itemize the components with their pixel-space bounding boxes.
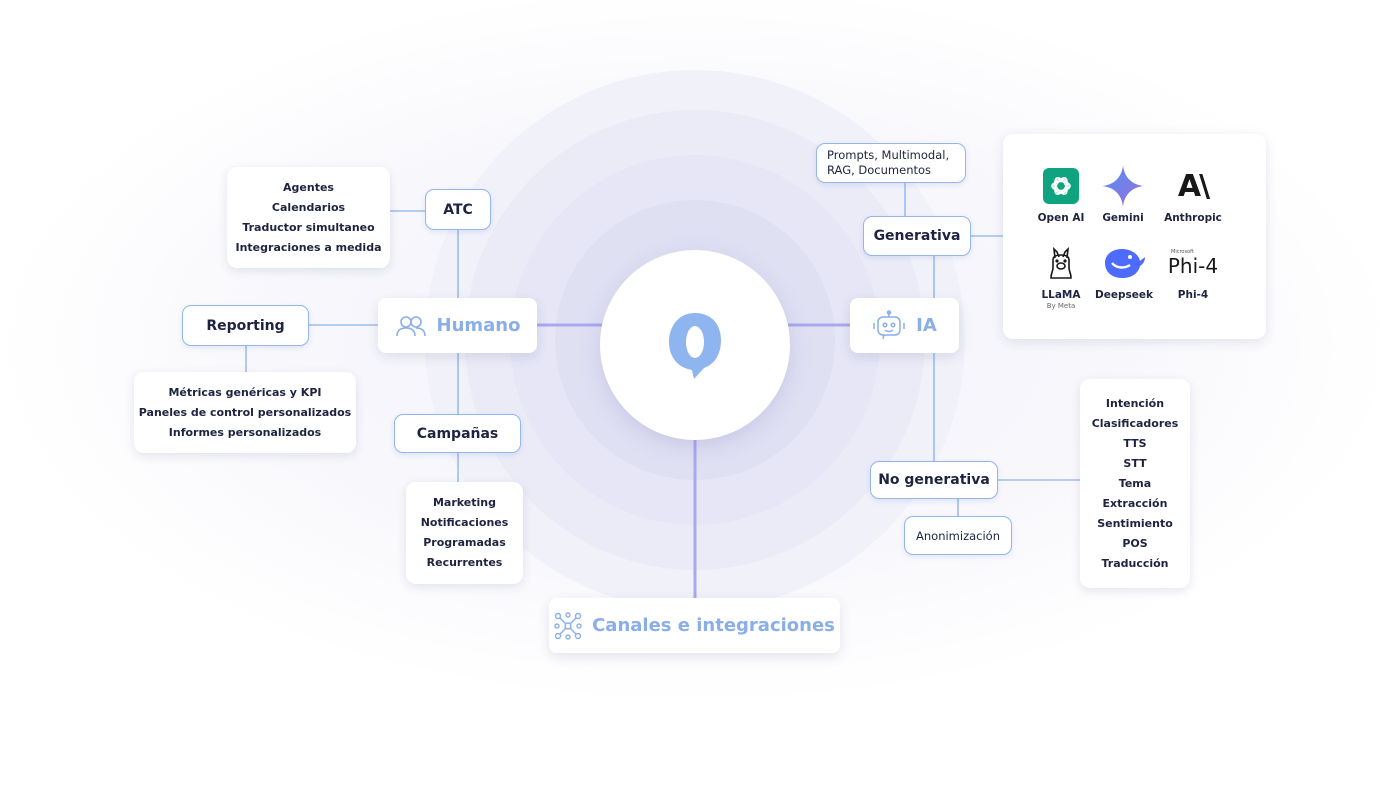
list-item: Programadas (423, 536, 506, 549)
canales-node[interactable]: Canales e integraciones (549, 598, 840, 653)
model-phi4[interactable]: Microsoft Phi-4 Phi-4 (1153, 243, 1233, 301)
list-item: POS (1122, 536, 1148, 550)
list-item: Recurrentes (426, 556, 503, 569)
llama-logo-icon (1050, 246, 1072, 279)
model-name: Phi-4 (1177, 289, 1209, 301)
list-item: Traducción (1101, 556, 1169, 570)
phi4-logo-icon: Phi-4 (1167, 254, 1219, 278)
openai-logo-icon (1043, 168, 1079, 204)
list-item: Marketing (432, 496, 496, 509)
generativa-feature: Prompts, Multimodal, (827, 148, 950, 162)
model-name: Anthropic (1164, 212, 1222, 224)
ia-label: IA (916, 315, 937, 336)
model-name: Open AI (1037, 212, 1085, 224)
anthropic-logo-icon: A\ (1177, 168, 1210, 204)
atc-label: ATC (443, 201, 473, 218)
list-item: Calendarios (271, 200, 346, 214)
no-generativa-label: No generativa (878, 472, 990, 488)
chat-bubble-logo-icon (669, 313, 721, 379)
generativa-features-box: Prompts, Multimodal, RAG, Documentos (816, 143, 966, 183)
atc-node[interactable]: ATC (425, 189, 491, 230)
campanas-label: Campañas (416, 425, 499, 442)
list-item: Clasificadores (1091, 416, 1179, 430)
generativa-node[interactable]: Generativa (863, 216, 971, 256)
generativa-label: Generativa (873, 228, 961, 244)
list-item: Agentes (283, 180, 334, 194)
humano-node[interactable]: Humano (378, 298, 537, 353)
list-item: TTS (1123, 436, 1147, 450)
reporting-list: Métricas genéricas y KPI Paneles de cont… (134, 372, 356, 453)
ia-node[interactable]: IA (850, 298, 959, 353)
canales-label: Canales e integraciones (592, 615, 835, 636)
model-anthropic[interactable]: A\ Anthropic (1153, 166, 1233, 225)
list-item: Sentimiento (1097, 516, 1173, 530)
model-name: Gemini (1102, 212, 1144, 224)
list-item: Tema (1118, 476, 1152, 490)
model-openai[interactable]: Open AI (1021, 166, 1101, 224)
list-item: Informes personalizados (168, 425, 322, 439)
model-name: Deepseek (1095, 289, 1153, 301)
model-deepseek[interactable]: Deepseek (1084, 243, 1164, 301)
list-item: Extracción (1102, 496, 1168, 510)
reporting-node[interactable]: Reporting (182, 305, 309, 346)
list-item: STT (1123, 456, 1147, 470)
model-gemini[interactable]: Gemini (1083, 165, 1163, 224)
no-generativa-list: Intención Clasificadores TTS STT Tema Ex… (1080, 379, 1190, 588)
atc-list: Agentes Calendarios Traductor simultaneo… (227, 167, 390, 268)
list-item: Integraciones a medida (235, 240, 382, 254)
microsoft-brand: Microsoft (1171, 249, 1194, 255)
list-item: Paneles de control personalizados (138, 405, 352, 419)
list-item: Intención (1105, 396, 1165, 410)
generativa-feature: RAG, Documentos (827, 163, 932, 177)
list-item: Notificaciones (420, 516, 509, 529)
campanas-list: Marketing Notificaciones Programadas Rec… (406, 482, 523, 584)
models-panel: Open AI Gemini A\ Anthropic (1003, 134, 1266, 339)
list-item: Traductor simultaneo (242, 220, 375, 234)
no-generativa-node[interactable]: No generativa (870, 461, 998, 499)
users-icon (395, 315, 426, 336)
deepseek-logo-icon (1105, 249, 1145, 278)
reporting-label: Reporting (206, 317, 285, 334)
campanas-node[interactable]: Campañas (394, 414, 521, 453)
anonimizacion-label: Anonimización (916, 528, 1000, 543)
model-llama[interactable]: LLaMA By Meta (1021, 243, 1101, 310)
center-hub[interactable] (600, 250, 790, 440)
network-icon (554, 611, 582, 640)
robot-icon (873, 309, 905, 339)
gemini-logo-icon (1102, 165, 1144, 207)
model-sub: By Meta (1046, 302, 1076, 310)
humano-label: Humano (436, 315, 521, 336)
anonimizacion-node[interactable]: Anonimización (904, 516, 1012, 555)
list-item: Métricas genéricas y KPI (168, 385, 322, 399)
model-name: LLaMA (1041, 289, 1081, 301)
